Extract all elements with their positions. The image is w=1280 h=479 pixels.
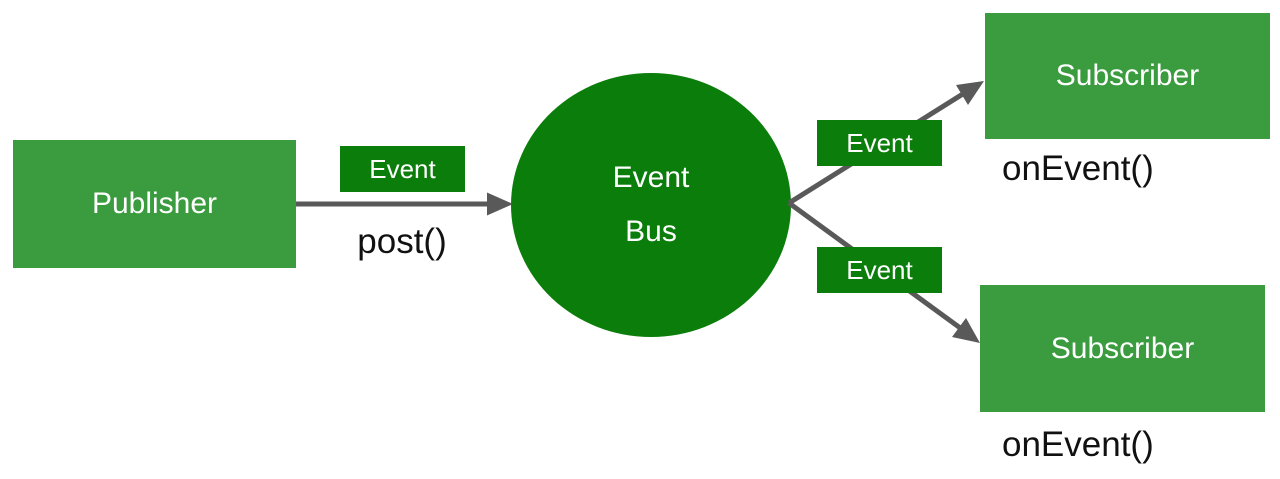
event-bus-node: Event Bus xyxy=(511,73,791,337)
arrow-publisher-to-bus xyxy=(296,192,513,216)
subscriber-node-2: Subscriber xyxy=(980,285,1265,412)
subscriber-node-1: Subscriber xyxy=(985,13,1270,139)
subscriber-1-label: Subscriber xyxy=(1055,59,1200,92)
event-badge-subscriber-2: Event xyxy=(817,247,942,293)
event-bus-label-line1: Event xyxy=(612,161,690,194)
event-badge-post: Event xyxy=(340,146,465,192)
event-badge-subscriber-1: Event xyxy=(817,120,942,166)
on-event-method-label-2: onEvent() xyxy=(1002,425,1154,464)
event-bus-label-line2: Bus xyxy=(625,215,677,248)
publisher-node: Publisher xyxy=(13,140,296,268)
post-method-label: post() xyxy=(357,222,447,261)
event-badge-subscriber-2-label: Event xyxy=(846,254,913,285)
publisher-label: Publisher xyxy=(91,187,218,220)
event-badge-post-label: Event xyxy=(369,153,436,184)
event-badge-subscriber-1-label: Event xyxy=(846,127,913,158)
subscriber-2-label: Subscriber xyxy=(1050,331,1195,365)
on-event-method-label-1: onEvent() xyxy=(1002,149,1154,188)
